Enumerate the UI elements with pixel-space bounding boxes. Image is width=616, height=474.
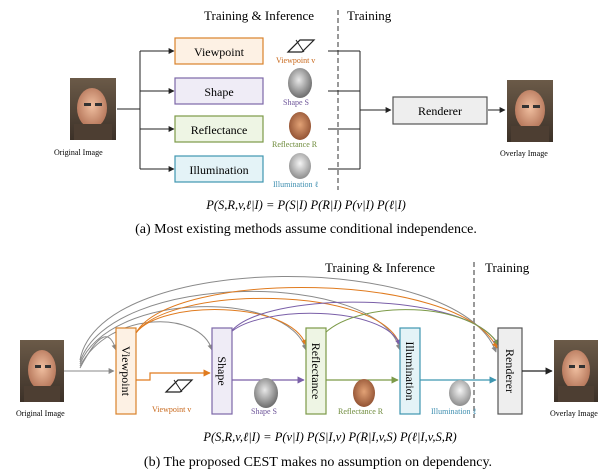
shape-caption: Shape S <box>283 98 309 107</box>
reflectance-caption-b: Reflectance R <box>338 407 384 416</box>
renderer-box-label-b: Renderer <box>503 349 517 393</box>
overlay-image-label: Overlay Image <box>500 149 548 158</box>
reflectance-box-label-b: Reflectance <box>309 343 323 400</box>
renderer-box-label: Renderer <box>418 104 462 118</box>
shape-mesh-icon-b <box>254 378 278 408</box>
original-image-b <box>20 340 64 402</box>
panel-a: Training & Inference Training Original I… <box>54 8 553 237</box>
caption-a: (a) Most existing methods assume conditi… <box>135 222 477 237</box>
illumination-caption-b: Illumination ℓ <box>431 407 477 416</box>
illumination-box-b <box>399 327 421 415</box>
caption-b: (b) The proposed CEST makes no assumptio… <box>144 455 492 470</box>
illumination-shading-icon <box>289 153 311 179</box>
illumination-caption: Illumination ℓ <box>273 180 319 189</box>
viewpoint-box <box>174 37 264 65</box>
branch-arrows <box>117 48 175 172</box>
chain-arrows <box>136 367 553 384</box>
original-image-label-b: Original Image <box>16 409 65 418</box>
illumination-shading-icon-b <box>449 380 471 406</box>
renderer-box <box>392 96 488 125</box>
camera-icon-b <box>164 379 194 393</box>
reflectance-box <box>174 115 264 143</box>
header-training-inference-b: Training & Inference <box>325 260 435 275</box>
reflectance-texture-icon <box>289 112 311 140</box>
shape-box-label: Shape <box>204 85 233 99</box>
reflectance-texture-icon-b <box>353 379 375 407</box>
shape-box <box>174 77 264 105</box>
overlay-image-b <box>554 340 598 402</box>
reflectance-caption: Reflectance R <box>272 140 318 149</box>
illumination-box-label: Illumination <box>189 163 248 177</box>
panel-b: Training & Inference Training Original I… <box>16 260 598 470</box>
viewpoint-box-label-b: Viewpoint <box>119 346 133 397</box>
shape-box-label-b: Shape <box>215 356 229 385</box>
overlay-image-a <box>507 80 553 142</box>
formula-a: P(S,R,v,ℓ|I) = P(S|I) P(R|I) P(v|I) P(ℓ|… <box>205 198 406 212</box>
original-image-label: Original Image <box>54 148 103 157</box>
viewpoint-box-b <box>115 327 137 415</box>
formula-b: P(S,R,v,ℓ|I) = P(v|I) P(S|I,v) P(R|I,v,S… <box>202 430 456 444</box>
dependency-arcs <box>79 276 500 369</box>
reflectance-box-b <box>305 327 327 415</box>
shape-box-b <box>211 327 233 415</box>
header-training-inference: Training & Inference <box>204 8 314 23</box>
illumination-box-label-b: Illumination <box>403 341 417 400</box>
original-image-a <box>70 78 116 140</box>
viewpoint-caption-b: Viewpoint v <box>152 405 191 414</box>
reflectance-box-label: Reflectance <box>191 123 248 137</box>
shape-mesh-icon <box>288 68 312 98</box>
header-training: Training <box>347 8 392 23</box>
camera-icon <box>286 39 316 53</box>
viewpoint-caption: Viewpoint v <box>276 56 315 65</box>
shape-caption-b: Shape S <box>251 407 277 416</box>
illumination-box <box>174 155 264 183</box>
overlay-image-label-b: Overlay Image <box>550 409 598 418</box>
merge-arrows <box>328 50 506 170</box>
header-training-b: Training <box>485 260 530 275</box>
viewpoint-box-label: Viewpoint <box>194 45 245 59</box>
